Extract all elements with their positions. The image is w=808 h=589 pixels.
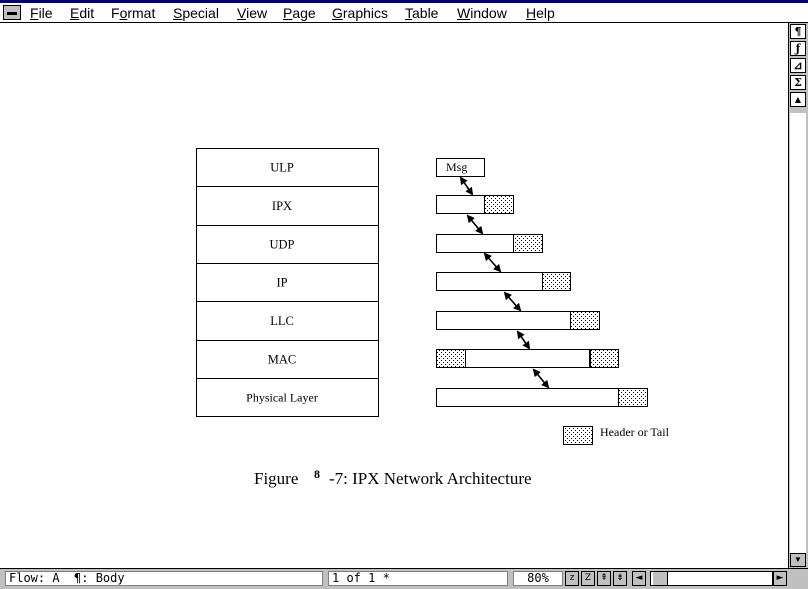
menu-file[interactable]: File xyxy=(30,5,53,21)
encapsulation-arrow xyxy=(459,176,474,196)
paragraph-tag-label: ¶: Body xyxy=(74,571,125,585)
vertical-toolbox-scrollbar: ¶ ƒ ⊿ Σ ▲ ▼ xyxy=(788,23,808,568)
physical-frame-payload xyxy=(436,388,619,407)
llc-frame-header xyxy=(570,311,600,330)
menu-help[interactable]: Help xyxy=(526,5,555,21)
layer-label-physical-layer: Physical Layer xyxy=(246,391,318,405)
llc-frame-payload xyxy=(436,311,571,330)
mac-frame-tail xyxy=(436,349,466,368)
caption-title: -7: IPX Network Architecture xyxy=(329,469,532,488)
scroll-right-icon[interactable]: ► xyxy=(773,571,787,586)
vertical-scroll-track[interactable] xyxy=(790,113,806,553)
layer-label-mac: MAC xyxy=(268,353,296,367)
menu-edit[interactable]: Edit xyxy=(70,5,95,21)
page-up-icon[interactable]: ⇞ xyxy=(597,571,611,586)
ip-frame-header xyxy=(542,272,571,291)
legend-label: Header or Tail xyxy=(600,425,670,439)
mac-frame-header xyxy=(590,349,619,368)
legend-swatch xyxy=(563,426,593,445)
menu-view[interactable]: View xyxy=(237,5,268,21)
page-down-icon[interactable]: ⇟ xyxy=(613,571,627,586)
zoom-out-icon[interactable]: z xyxy=(565,571,579,586)
scroll-left-icon[interactable]: ◄ xyxy=(632,571,646,586)
encapsulation-arrow xyxy=(483,252,502,273)
caption-figure-number: 8 xyxy=(314,467,320,481)
udp-frame-header xyxy=(513,234,543,253)
scroll-up-icon[interactable]: ▲ xyxy=(790,92,806,107)
layer-label-ipx: IPX xyxy=(272,199,292,213)
ipx-frame-payload xyxy=(436,195,485,214)
horizontal-scroll-thumb[interactable] xyxy=(653,572,668,585)
layer-label-udp: UDP xyxy=(269,238,294,252)
system-menu-button[interactable]: ▬ xyxy=(3,5,21,20)
ipx-architecture-diagram: ULP IPX UDP IP LLC MAC Physical Layer Msg Head… xyxy=(196,148,670,488)
msg-label: Msg xyxy=(446,160,467,174)
menu-special[interactable]: Special xyxy=(173,5,219,21)
menu-graphics[interactable]: Graphics xyxy=(332,5,389,21)
title-bar xyxy=(0,0,808,3)
zoom-level[interactable]: 80% xyxy=(513,571,563,586)
ipx-frame-header xyxy=(484,195,514,214)
page-indicator[interactable]: 1 of 1 * xyxy=(328,571,508,586)
document-canvas: ULP IPX UDP IP LLC MAC Physical Layer Msg Head… xyxy=(0,23,788,568)
layer-label-ip: IP xyxy=(276,276,287,290)
equation-icon[interactable]: Σ xyxy=(790,75,806,90)
horizontal-scrollbar[interactable] xyxy=(650,571,773,586)
menu-table[interactable]: Table xyxy=(405,5,439,21)
flow-label: Flow: A xyxy=(9,571,60,585)
encapsulation-arrow xyxy=(466,214,484,235)
paragraph-icon[interactable]: ¶ xyxy=(790,24,806,39)
scroll-down-icon[interactable]: ▼ xyxy=(790,553,806,567)
encapsulation-arrow xyxy=(503,291,522,312)
status-bar: Flow: A ¶: Body 1 of 1 * 80% z Z ⇞ ⇟ ◄ ► xyxy=(0,568,808,589)
ip-frame-payload xyxy=(436,272,543,291)
udp-frame-payload xyxy=(436,234,514,253)
flow-tag-field[interactable]: Flow: A ¶: Body xyxy=(5,571,323,586)
caption-prefix: Figure xyxy=(254,469,298,488)
graphics-icon[interactable]: ⊿ xyxy=(790,58,806,73)
encapsulation-arrow xyxy=(532,368,550,389)
encapsulation-arrow xyxy=(516,330,531,350)
menu-page[interactable]: Page xyxy=(283,5,316,21)
layer-label-ulp: ULP xyxy=(270,161,294,175)
zoom-in-icon[interactable]: Z xyxy=(581,571,595,586)
layer-stack-box xyxy=(196,148,379,417)
function-icon[interactable]: ƒ xyxy=(790,41,806,56)
menu-format[interactable]: Format xyxy=(111,5,156,21)
layer-label-llc: LLC xyxy=(270,314,294,328)
menu-window[interactable]: Window xyxy=(457,5,507,21)
menu-bar: ▬ File Edit Format Special View Page Graphics T… xyxy=(0,3,808,23)
physical-frame-header xyxy=(618,388,648,407)
